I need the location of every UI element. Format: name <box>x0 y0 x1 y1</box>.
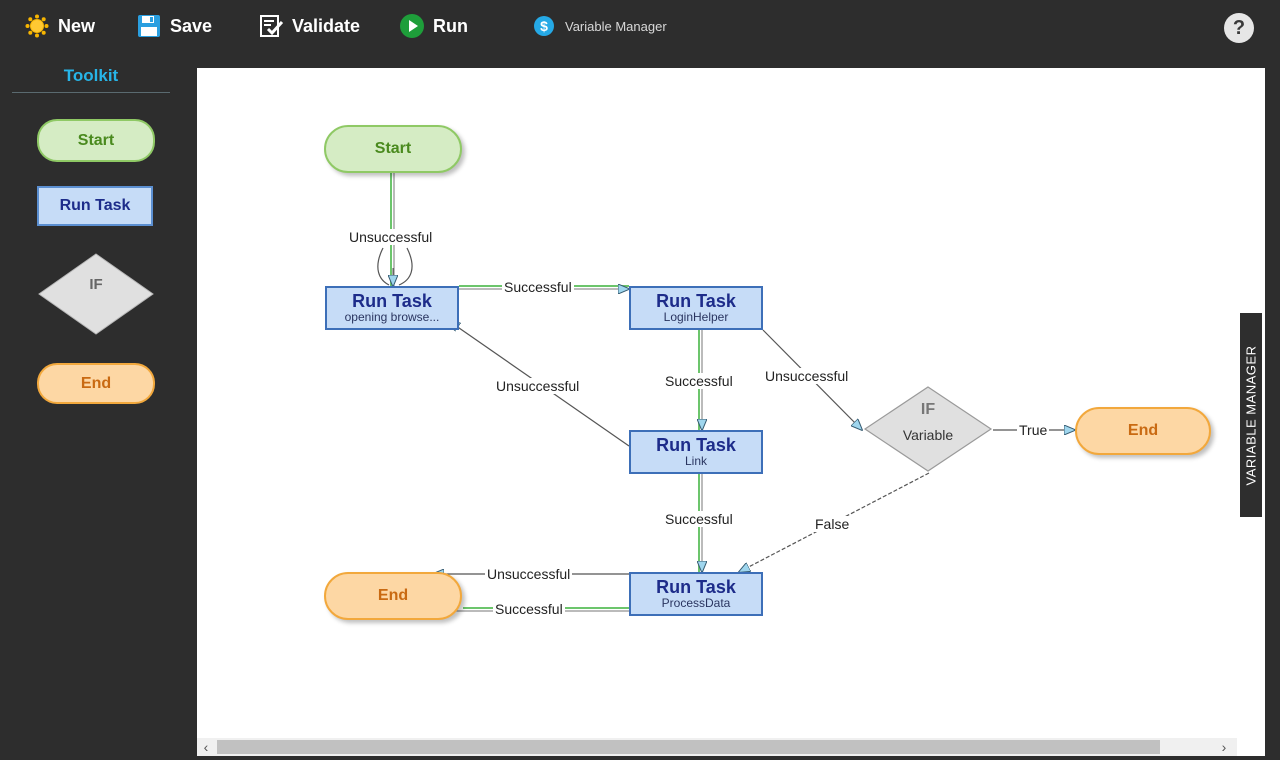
run-task-subtitle: opening browse... <box>344 310 440 324</box>
edge-label-task2-task3: Successful <box>663 373 735 389</box>
run-task-title: Run Task <box>352 291 432 311</box>
if-node-variable[interactable]: IF Variable <box>863 385 993 473</box>
edge-label-if-task4: False <box>813 516 852 532</box>
edge-label-task4-end-successful: Successful <box>493 601 565 617</box>
run-button[interactable]: Run <box>399 10 468 42</box>
run-task-title: Run Task <box>656 577 736 597</box>
edge-label-task1-task2: Successful <box>502 279 574 295</box>
scroll-corner <box>1237 738 1265 756</box>
toolkit-if-item[interactable]: IF <box>37 252 155 336</box>
scrollbar-thumb[interactable] <box>217 740 1160 754</box>
new-button[interactable]: New <box>24 10 95 42</box>
floppy-disk-icon <box>136 13 162 39</box>
end-node-processdata[interactable]: End <box>324 572 462 620</box>
toolkit-start-label: Start <box>77 131 115 149</box>
toolkit-end-label: End <box>80 374 112 392</box>
run-task-node-loginhelper[interactable]: Run Task LoginHelper <box>629 286 763 330</box>
toolkit-if-label: IF <box>89 276 103 293</box>
start-node[interactable]: Start <box>324 125 462 173</box>
validate-button[interactable]: Validate <box>258 10 360 42</box>
variable-manager-label: Variable Manager <box>565 18 667 34</box>
if-node-subtitle: Variable <box>902 427 954 443</box>
variable-manager-side-tab-label: VARIABLE MANAGER <box>1243 345 1259 485</box>
end-node-true[interactable]: End <box>1075 407 1211 455</box>
scroll-right-icon[interactable]: › <box>1221 739 1227 755</box>
toolkit-title: Toolkit <box>12 66 170 93</box>
run-task-node-opening-browser[interactable]: Run Task opening browse... <box>325 286 459 330</box>
dollar-icon: $ <box>531 13 557 39</box>
right-edge-strip <box>1265 68 1280 756</box>
run-task-subtitle: LoginHelper <box>663 310 729 324</box>
sun-icon <box>24 13 50 39</box>
edge-label-task2-if: Unsuccessful <box>763 368 851 384</box>
toolkit-run-task-item[interactable]: Run Task <box>37 186 153 226</box>
if-node-title: IF <box>920 401 936 418</box>
toolkit-start-item[interactable]: Start <box>37 119 155 162</box>
run-task-title: Run Task <box>656 435 736 455</box>
toolbar: New Save Validate <box>0 0 1280 56</box>
toolkit-panel: Toolkit Start Run Task IF End <box>12 66 172 466</box>
checklist-icon <box>258 13 284 39</box>
run-task-subtitle: ProcessData <box>661 596 731 610</box>
diamond-shape <box>863 386 993 472</box>
toolkit-end-item[interactable]: End <box>37 363 155 404</box>
variable-manager-side-tab[interactable]: VARIABLE MANAGER <box>1240 313 1262 517</box>
play-icon <box>399 13 425 39</box>
help-button[interactable]: ? <box>1224 13 1254 43</box>
svg-text:$: $ <box>540 18 548 34</box>
question-mark-icon: ? <box>1232 16 1246 39</box>
edge-label-task3-task1: Unsuccessful <box>494 378 582 394</box>
save-label: Save <box>170 15 213 36</box>
horizontal-scrollbar[interactable]: ‹ › <box>197 738 1237 756</box>
run-task-title: Run Task <box>656 291 736 311</box>
diamond-shape <box>38 253 154 335</box>
scroll-left-icon[interactable]: ‹ <box>203 739 209 755</box>
validate-label: Validate <box>292 15 361 36</box>
edge-start-task1[interactable] <box>377 171 413 286</box>
save-button[interactable]: Save <box>136 10 212 42</box>
run-task-node-processdata[interactable]: Run Task ProcessData <box>629 572 763 616</box>
end-node-label: End <box>377 587 409 604</box>
new-label: New <box>58 15 96 36</box>
variable-manager-button[interactable]: $ Variable Manager <box>531 10 667 42</box>
end-node-label: End <box>1127 422 1159 439</box>
run-task-node-link[interactable]: Run Task Link <box>629 430 763 474</box>
edge-label-if-end: True <box>1017 422 1050 438</box>
flow-canvas[interactable]: Unsuccessful Successful Successful Unsuc… <box>197 68 1265 756</box>
run-label: Run <box>433 15 468 36</box>
toolkit-run-task-label: Run Task <box>59 197 131 214</box>
start-node-label: Start <box>374 140 412 157</box>
run-task-subtitle: Link <box>684 454 707 468</box>
edge-label-task4-end-unsuccessful: Unsuccessful <box>485 566 573 582</box>
edge-label-start-task1: Unsuccessful <box>347 229 435 245</box>
edge-label-task3-task4: Successful <box>663 511 735 527</box>
